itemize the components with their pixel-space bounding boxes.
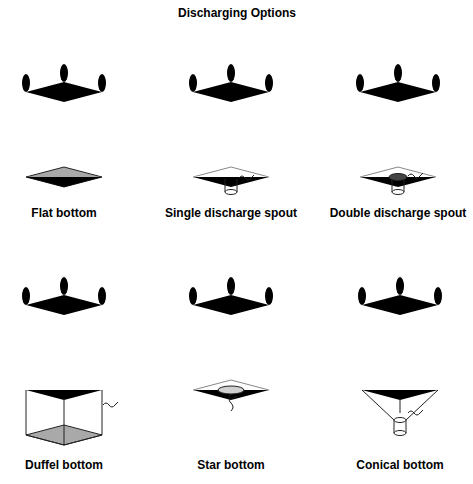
option-label: Flat bottom [31, 206, 96, 220]
option-label: Single discharge spout [165, 206, 297, 220]
double-spout-bag [356, 64, 440, 195]
option-label: Double discharge spout [330, 206, 467, 220]
duffel-bottom-bag [22, 277, 118, 445]
diagram-title: Discharging Options [178, 6, 296, 20]
option-label: Duffel bottom [25, 458, 103, 472]
star-bottom-bag [189, 277, 273, 411]
option-label: Star bottom [197, 458, 264, 472]
single-spout-bag [189, 64, 273, 195]
option-label: Conical bottom [356, 458, 443, 472]
flat-bottom-bag [22, 64, 106, 187]
conical-bottom-bag [358, 277, 442, 436]
